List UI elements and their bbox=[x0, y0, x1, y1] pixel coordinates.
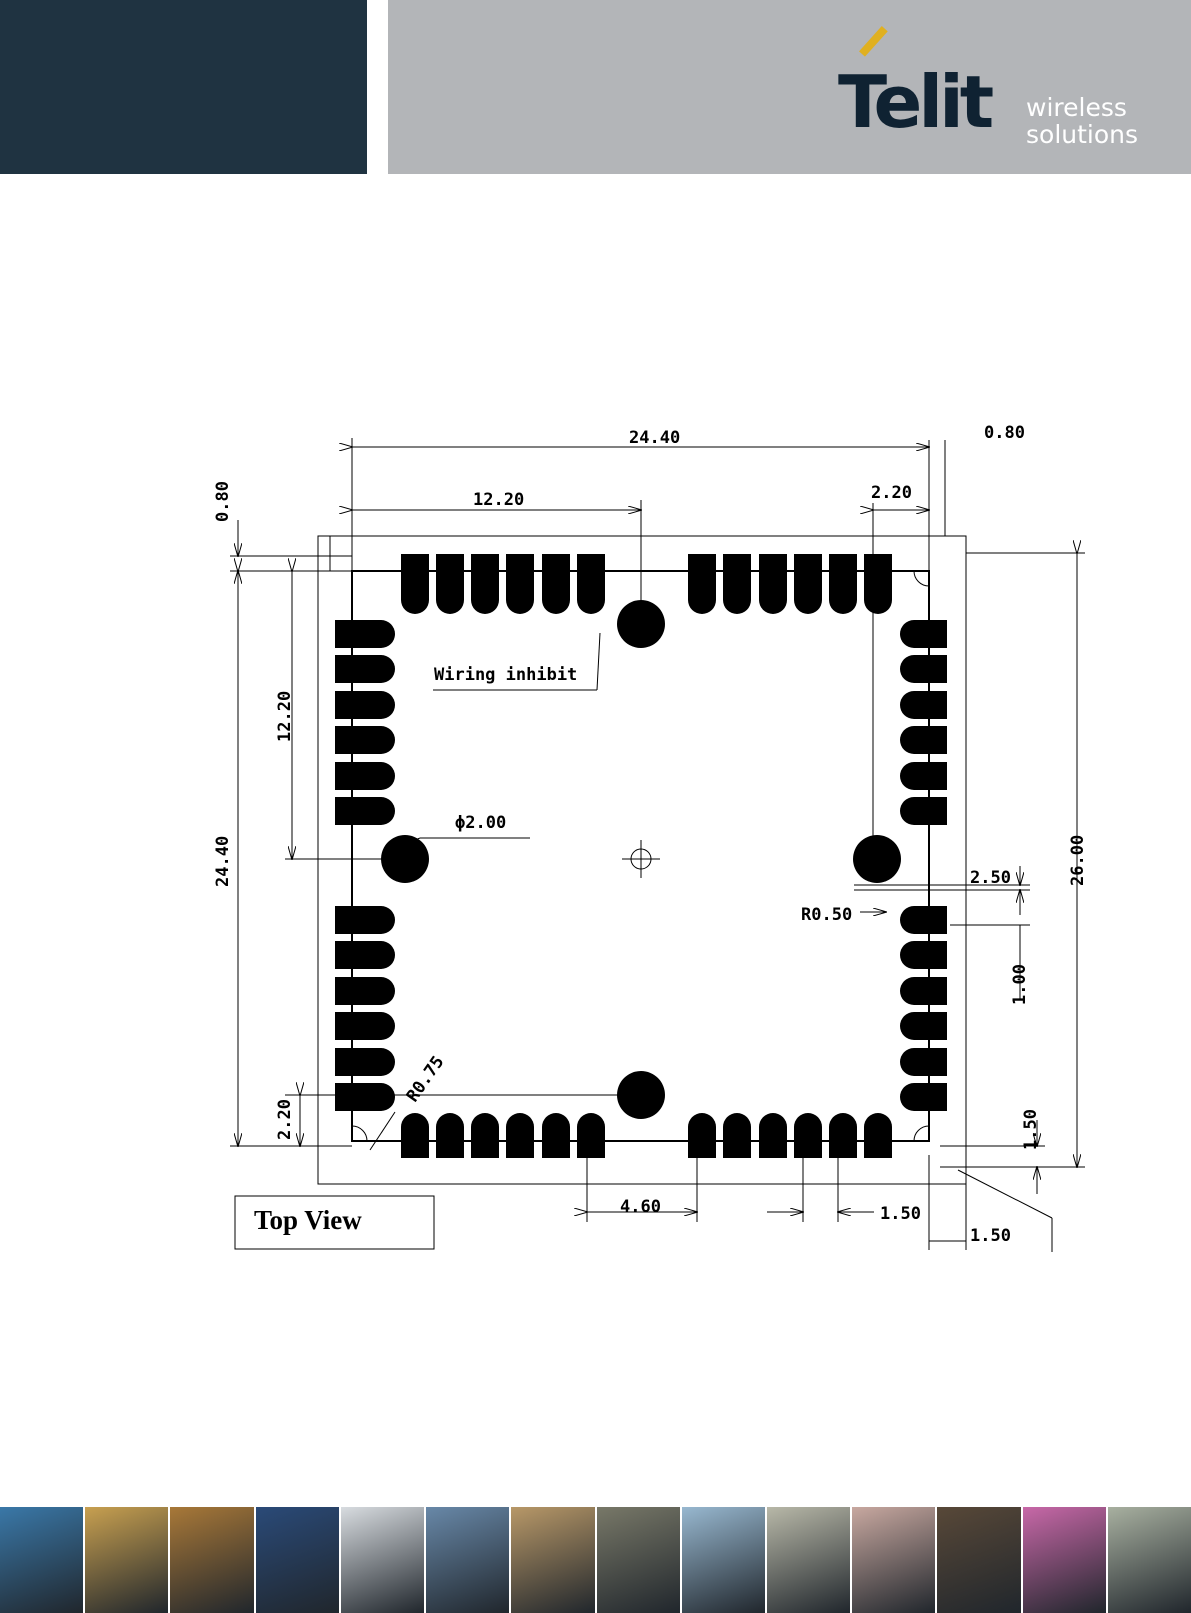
pad-top-10 bbox=[794, 554, 822, 614]
footer-photo-tile bbox=[682, 1507, 765, 1613]
pad-left-4 bbox=[335, 726, 395, 754]
pad-bottom-12 bbox=[864, 1113, 892, 1158]
footer-photo-tile bbox=[767, 1507, 850, 1613]
pad-left-2 bbox=[335, 655, 395, 683]
pad-bottom-11 bbox=[829, 1113, 857, 1158]
footer-photo-tile bbox=[85, 1507, 168, 1613]
pad-right-4 bbox=[900, 726, 947, 754]
pad-bottom-1 bbox=[401, 1113, 429, 1158]
pad-left-7 bbox=[335, 906, 395, 934]
dim-edge-offset-top-left: 0.80 bbox=[213, 481, 233, 522]
note-wiring-inhibit: Wiring inhibit bbox=[434, 665, 577, 685]
pad-left-6 bbox=[335, 797, 395, 825]
pad-top-6 bbox=[577, 554, 605, 614]
pad-left-1 bbox=[335, 620, 395, 648]
dim-hole-diameter: ϕ2.00 bbox=[455, 813, 506, 833]
footer-photo-tile bbox=[341, 1507, 424, 1613]
corner-arc-br bbox=[914, 1126, 929, 1141]
footer-photo-tile bbox=[1023, 1507, 1106, 1613]
pad-left-3 bbox=[335, 691, 395, 719]
pad-right-7 bbox=[900, 906, 947, 934]
pad-left-8 bbox=[335, 941, 395, 969]
footer-photo-tile bbox=[1108, 1507, 1191, 1613]
dim-gap-bottom: 4.60 bbox=[620, 1197, 661, 1217]
pad-right-11 bbox=[900, 1048, 947, 1076]
corner-arc-tr bbox=[914, 571, 929, 586]
dim-pitch-bottom: 1.50 bbox=[880, 1204, 921, 1224]
pad-bottom-2 bbox=[436, 1113, 464, 1158]
pad-top-3 bbox=[471, 554, 499, 614]
pad-bottom-6 bbox=[577, 1113, 605, 1158]
pad-top-1 bbox=[401, 554, 429, 614]
pad-right-6 bbox=[900, 797, 947, 825]
pad-top-11 bbox=[829, 554, 857, 614]
footer-photo-tile bbox=[170, 1507, 253, 1613]
dim-height-total-left: 24.40 bbox=[213, 836, 233, 887]
footprint-drawing: 24.40 0.80 12.20 2.20 0.80 12.20 24.40 ϕ… bbox=[0, 0, 1191, 1507]
pad-bottom-4 bbox=[506, 1113, 534, 1158]
dim-width-total: 24.40 bbox=[629, 428, 680, 448]
dim-half-width: 12.20 bbox=[473, 490, 524, 510]
footer-photo-strip bbox=[0, 1507, 1191, 1613]
footer-photo-tile bbox=[426, 1507, 509, 1613]
pad-left-5 bbox=[335, 762, 395, 790]
view-label: Top View bbox=[254, 1205, 362, 1235]
dim-edge-offset-top-right: 0.80 bbox=[984, 423, 1025, 443]
pin1-marker bbox=[330, 536, 352, 571]
pad-top-5 bbox=[542, 554, 570, 614]
dim-pad-end-top-right: 2.20 bbox=[871, 483, 912, 503]
dim-corner-bottom-right-v: 1.50 bbox=[1021, 1109, 1041, 1150]
dim-half-height: 12.20 bbox=[275, 691, 295, 742]
dim-pad-width: 1.00 bbox=[1010, 964, 1030, 1005]
pad-right-5 bbox=[900, 762, 947, 790]
corner-arc-bl bbox=[352, 1126, 367, 1141]
dim-pad-end-bottom-left: 2.20 bbox=[275, 1099, 295, 1140]
footer-photo-tile bbox=[597, 1507, 680, 1613]
pad-bottom-10 bbox=[794, 1113, 822, 1158]
pad-right-2 bbox=[900, 655, 947, 683]
dim-corner-bottom-right: 1.50 bbox=[970, 1226, 1011, 1246]
pad-top-7 bbox=[688, 554, 716, 614]
pad-left-9 bbox=[335, 977, 395, 1005]
pad-bottom-3 bbox=[471, 1113, 499, 1158]
pad-bottom-5 bbox=[542, 1113, 570, 1158]
footer-photo-tile bbox=[0, 1507, 83, 1613]
dim-pad-radius: R0.50 bbox=[801, 905, 852, 925]
pad-top-9 bbox=[759, 554, 787, 614]
pad-right-10 bbox=[900, 1012, 947, 1040]
mounting-hole-right bbox=[853, 835, 901, 883]
pad-bottom-8 bbox=[723, 1113, 751, 1158]
pad-right-3 bbox=[900, 691, 947, 719]
footer-photo-tile bbox=[511, 1507, 594, 1613]
pad-bottom-7 bbox=[688, 1113, 716, 1158]
pad-top-12 bbox=[864, 554, 892, 614]
pad-bottom-9 bbox=[759, 1113, 787, 1158]
pad-left-12 bbox=[335, 1083, 395, 1111]
pad-top-8 bbox=[723, 554, 751, 614]
dim-pad-spacing-right: 2.50 bbox=[970, 868, 1011, 888]
pad-top-2 bbox=[436, 554, 464, 614]
pad-right-8 bbox=[900, 941, 947, 969]
pad-right-12 bbox=[900, 1083, 947, 1111]
center-crosshair bbox=[622, 840, 660, 878]
pad-right-9 bbox=[900, 977, 947, 1005]
pad-left-10 bbox=[335, 1012, 395, 1040]
footer-photo-tile bbox=[256, 1507, 339, 1613]
footer-photo-tile bbox=[852, 1507, 935, 1613]
dim-corner-radius: R0.75 bbox=[403, 1052, 449, 1105]
pad-left-11 bbox=[335, 1048, 395, 1076]
pad-top-4 bbox=[506, 554, 534, 614]
footer-photo-tile bbox=[937, 1507, 1020, 1613]
pad-right-1 bbox=[900, 620, 947, 648]
dim-outline-height: 26.00 bbox=[1068, 835, 1088, 886]
